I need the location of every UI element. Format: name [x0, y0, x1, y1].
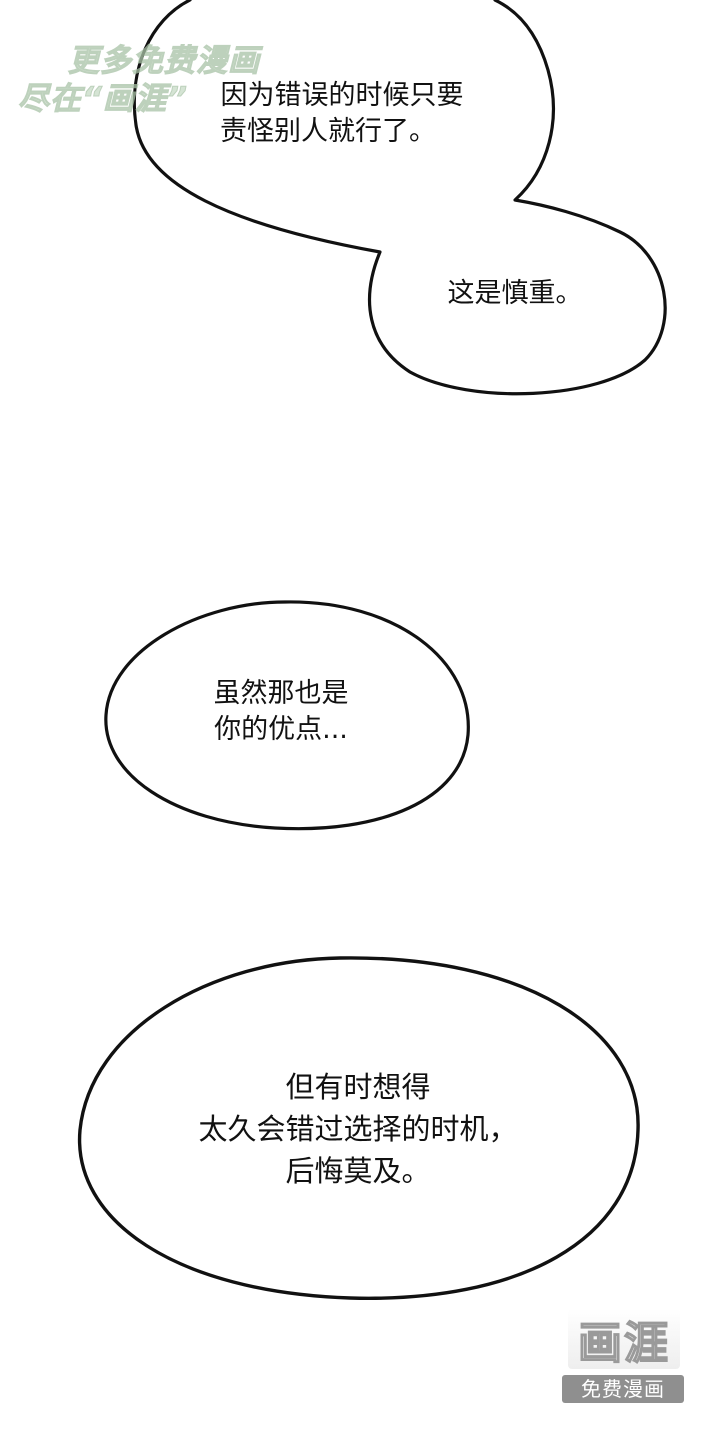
- speech-line: 太久会错过选择的时机，: [198, 1112, 518, 1146]
- watermark-text: 更多免费漫画 尽在“画涯”: [18, 42, 260, 118]
- speech-line: 因为错误的时候只要: [220, 80, 464, 111]
- speech-line: 后悔莫及。: [285, 1154, 431, 1188]
- watermark-line-1: 更多免费漫画: [68, 43, 260, 80]
- logo-badge: 画涯 免费漫画: [562, 1305, 684, 1407]
- speech-bubble-outline-bottom: [77, 956, 640, 1300]
- speech-bubble-4-text: 但有时想得 太久会错过选择的时机， 后悔莫及。: [158, 1066, 558, 1192]
- speech-line: 这是慎重。: [447, 278, 583, 309]
- speech-bubble-outline-top: [132, 0, 667, 396]
- speech-bubble-1-text: 因为错误的时候只要 责怪别人就行了。: [206, 78, 478, 150]
- speech-line: 但有时想得: [285, 1070, 431, 1104]
- speech-bubble-3-text: 虽然那也是 你的优点...: [196, 676, 366, 748]
- watermark-line-2: 尽在“画涯”: [18, 81, 188, 118]
- logo-mark: 画涯: [568, 1309, 680, 1370]
- speech-bubble-2-text: 这是慎重。: [440, 276, 590, 312]
- logo-caption: 免费漫画: [562, 1375, 684, 1403]
- speech-line: 虽然那也是: [213, 678, 349, 709]
- speech-line: 责怪别人就行了。: [220, 116, 436, 147]
- speech-line: 你的优点...: [214, 714, 348, 745]
- speech-bubble-outline-middle: [104, 600, 470, 831]
